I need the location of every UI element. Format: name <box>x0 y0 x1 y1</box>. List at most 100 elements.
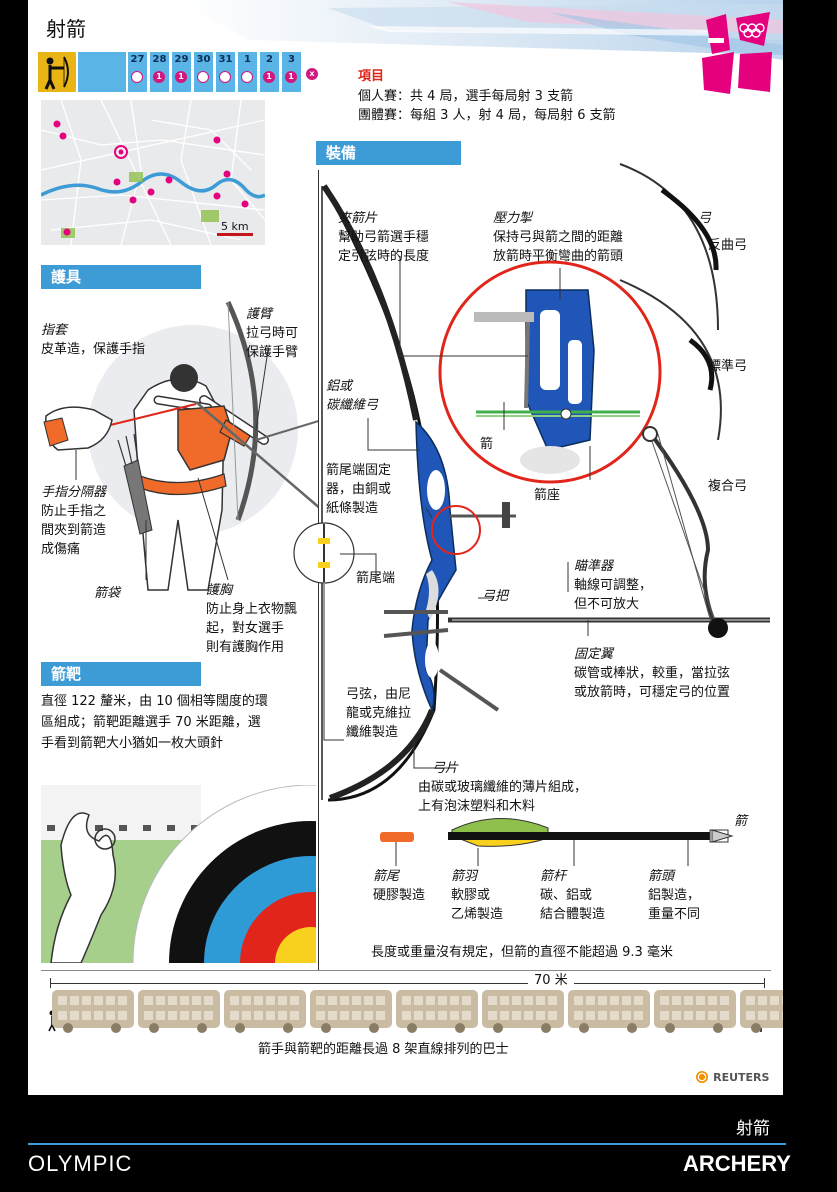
map-scale: 5 km <box>221 220 249 233</box>
section-protective-gear: 護具 <box>41 265 201 289</box>
bus-icon <box>568 990 650 1033</box>
target-illustration <box>41 785 316 963</box>
armguard-desc-2: 保護手臂 <box>246 345 299 360</box>
calendar-day-number: 2 <box>266 54 273 65</box>
chest-guard-desc-1: 防止身上衣物飄 <box>206 602 298 617</box>
string-desc-1: 弓弦，由尼 <box>346 687 412 702</box>
stabilizer-desc-1: 碳管或棒狀，較重，當拉弦 <box>574 666 731 681</box>
arrow-diameter-note: 長度或重量沒有規定，但箭的直徑不能超過 9.3 毫米 <box>371 945 673 960</box>
competition-day-icon <box>131 71 143 83</box>
chest-guard-desc-2: 起，對女選手 <box>206 621 285 636</box>
clicker-desc-2: 定引弦時的長度 <box>338 249 430 264</box>
calendar-day-number: 31 <box>218 54 233 65</box>
point-desc-1: 鋁製造， <box>648 888 701 903</box>
standard-bow-label: 標準弓 <box>708 359 748 374</box>
reuters-credit: REUTERS <box>696 1066 769 1086</box>
calendar-day-number: 29 <box>174 54 189 65</box>
arrow-diagram <box>380 817 734 866</box>
fletching-desc-2: 乙烯製造 <box>451 907 504 922</box>
distance-tick-left <box>50 978 51 988</box>
map-roads <box>41 100 265 245</box>
calendar-day-number: 30 <box>196 54 211 65</box>
shaft-title: 箭杆 <box>540 869 567 884</box>
arrow-title: 箭 <box>734 814 748 829</box>
point-desc-2: 重量不同 <box>648 907 701 922</box>
nocking-point-desc-3: 紙條製造 <box>326 501 379 516</box>
stabilizer-title: 固定翼 <box>574 647 614 662</box>
bus-icon <box>224 990 306 1033</box>
limb-desc-2: 上有泡沫塑料和木料 <box>418 799 536 814</box>
archer-illustration <box>43 300 318 591</box>
sight-desc-2: 但不可放大 <box>574 597 640 612</box>
arrow-callout-label: 箭 <box>480 437 494 452</box>
competition-day-icon <box>241 71 253 83</box>
chest-guard-desc-3: 則有護胸作用 <box>206 640 285 655</box>
bus-icon <box>138 990 220 1033</box>
london-2012-logo <box>702 12 772 94</box>
string-desc-3: 纖維製造 <box>346 725 399 740</box>
competition-day-icon <box>197 71 209 83</box>
nock-end-label: 箭尾端 <box>356 571 396 586</box>
shaft-desc-2: 結合體製造 <box>540 907 606 922</box>
medal-event-icon: 1 <box>175 71 187 83</box>
shaft-desc-1: 碳、鋁或 <box>540 888 593 903</box>
bus-icon <box>654 990 736 1033</box>
footer-archery: ARCHERY <box>683 1151 791 1176</box>
venue-map: 5 km <box>41 100 265 245</box>
riser-material-1: 鋁或 <box>326 379 353 394</box>
calendar-spacer <box>78 52 126 92</box>
string-desc-2: 龍或克維拉 <box>346 706 412 721</box>
page-title: 射箭 <box>46 17 86 41</box>
fletching-title: 箭羽 <box>451 869 478 884</box>
calendar-day-number: 3 <box>288 54 295 65</box>
section-equipment: 裝備 <box>316 141 461 165</box>
events-heading: 項目 <box>358 69 385 84</box>
nocking-point-desc-1: 箭尾端固定 <box>326 463 392 478</box>
sight-title: 瞄準器 <box>574 559 614 574</box>
separator-title: 手指分隔器 <box>41 485 107 500</box>
chest-guard-title: 護胸 <box>206 583 233 598</box>
quiver-title: 箭袋 <box>94 586 121 601</box>
armguard-desc-1: 拉弓時可 <box>246 326 299 341</box>
bus-icon <box>52 990 134 1033</box>
distance-caption: 箭手與箭靶的距離長過 8 架直線排列的巴士 <box>258 1042 509 1057</box>
nock-title: 箭尾 <box>373 869 400 884</box>
footer-rule <box>28 1143 786 1145</box>
calendar-day-number: 27 <box>130 54 145 65</box>
events-team: 團體賽：每組 3 人，射 4 局，每局射 6 支箭 <box>358 108 616 123</box>
competition-day-icon <box>219 71 231 83</box>
separator-desc-2: 間夾到箭造 <box>41 523 107 538</box>
bow-types-label: 弓 <box>698 211 712 226</box>
compound-bow-label: 複合弓 <box>708 479 748 494</box>
grip-label: 弓把 <box>482 589 509 604</box>
archery-pictogram <box>38 52 76 92</box>
finger-tab-title: 指套 <box>41 323 68 338</box>
distance-label: 70 米 <box>528 972 574 989</box>
clicker-desc-1: 幫助弓箭選手穩 <box>338 230 430 245</box>
limb-title: 弓片 <box>432 761 459 776</box>
finger-tab-desc: 皮革造，保護手指 <box>41 342 146 357</box>
pressure-button-title: 壓力掣 <box>493 211 533 226</box>
target-desc-2: 區組成；箭靶距離選手 70 米距離，選 <box>41 715 261 730</box>
distance-tick-right <box>764 978 765 988</box>
separator-desc-1: 防止手指之 <box>41 504 107 519</box>
separator-desc-3: 成傷痛 <box>41 542 81 557</box>
calendar-day: 1 <box>238 52 257 92</box>
pressure-button-desc-2: 放箭時平衡彎曲的箭頭 <box>493 249 624 264</box>
clicker-title: 夾箭片 <box>338 211 378 226</box>
target-desc-3: 手看到箭靶大小猶如一枚大頭針 <box>41 736 224 751</box>
riser-material-2: 碳纖維弓 <box>326 398 379 413</box>
bus-icon <box>396 990 478 1033</box>
bus-icon <box>310 990 392 1033</box>
stabilizer-desc-2: 或放箭時，可穩定弓的位置 <box>574 685 731 700</box>
events-individual: 個人賽：共 4 局，選手每局射 3 支箭 <box>358 89 574 104</box>
distance-line <box>50 983 764 984</box>
nock-desc: 硬膠製造 <box>373 888 426 903</box>
calendar-day: 29 1 <box>172 52 191 92</box>
medal-event-icon: 1 <box>153 71 165 83</box>
calendar-day: 30 <box>194 52 213 92</box>
bus-row <box>28 0 783 1095</box>
